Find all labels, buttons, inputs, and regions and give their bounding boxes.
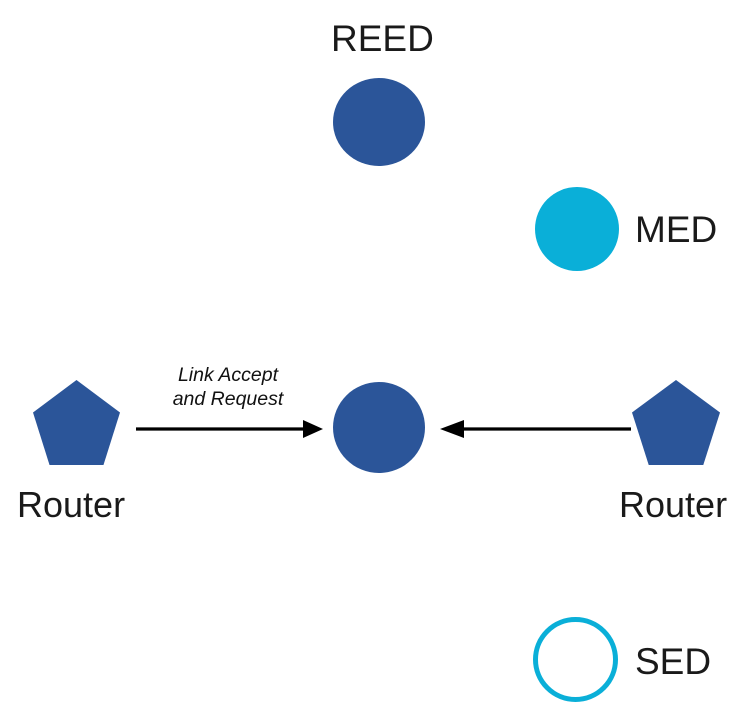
reed-label: REED xyxy=(331,18,434,59)
reed-node[interactable] xyxy=(333,78,425,166)
med-node[interactable] xyxy=(535,187,619,271)
med-label: MED xyxy=(635,209,718,250)
arrowhead-right xyxy=(303,420,323,438)
center-router-node[interactable] xyxy=(333,382,425,473)
sed-node[interactable] xyxy=(533,617,618,702)
arrowhead-left xyxy=(440,420,464,438)
router-left-node[interactable] xyxy=(33,380,120,465)
router-right-node[interactable] xyxy=(632,380,720,465)
router-right-label: Router xyxy=(619,484,728,525)
router-left-label: Router xyxy=(17,484,126,525)
link-accept-request-label: Link Accept and Request xyxy=(172,364,284,410)
link-accept-request-arrow xyxy=(136,420,323,438)
right-router-link-arrow xyxy=(440,420,631,438)
sed-label: SED xyxy=(635,641,712,682)
